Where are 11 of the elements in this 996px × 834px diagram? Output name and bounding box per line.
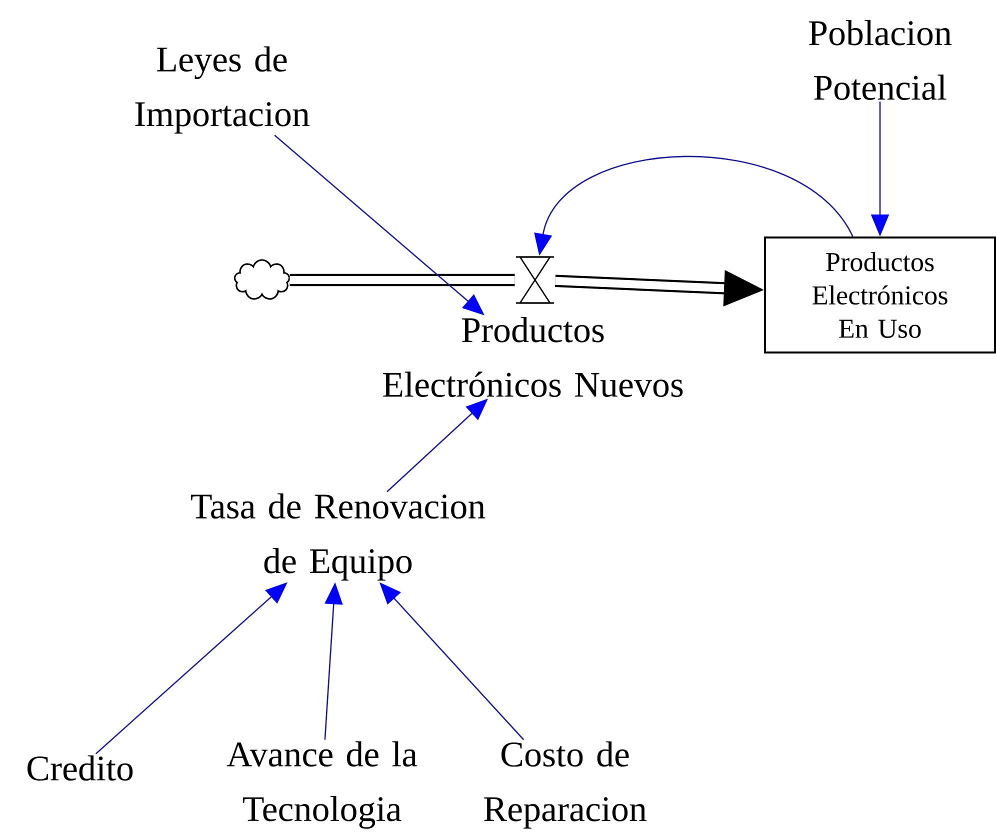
variable-label: Credito	[28, 755, 133, 781]
variable-label: Tasa de Renovacion de Equipo	[190, 493, 486, 581]
variable-label: Costo de Reparacion	[484, 741, 646, 829]
cloud-symbol	[234, 259, 290, 300]
variable-label: Productos Electrónicos Nuevos	[383, 316, 683, 397]
valve-symbol	[515, 256, 555, 304]
variable-label: Leyes de Importacion	[135, 46, 310, 134]
variable-label: Avance de la Tecnologia	[226, 741, 418, 829]
stock-box: Productos Electrónicos En Uso	[764, 236, 996, 354]
flow-pipe	[290, 274, 515, 286]
variable-label: Poblacion Potencial	[809, 20, 952, 100]
